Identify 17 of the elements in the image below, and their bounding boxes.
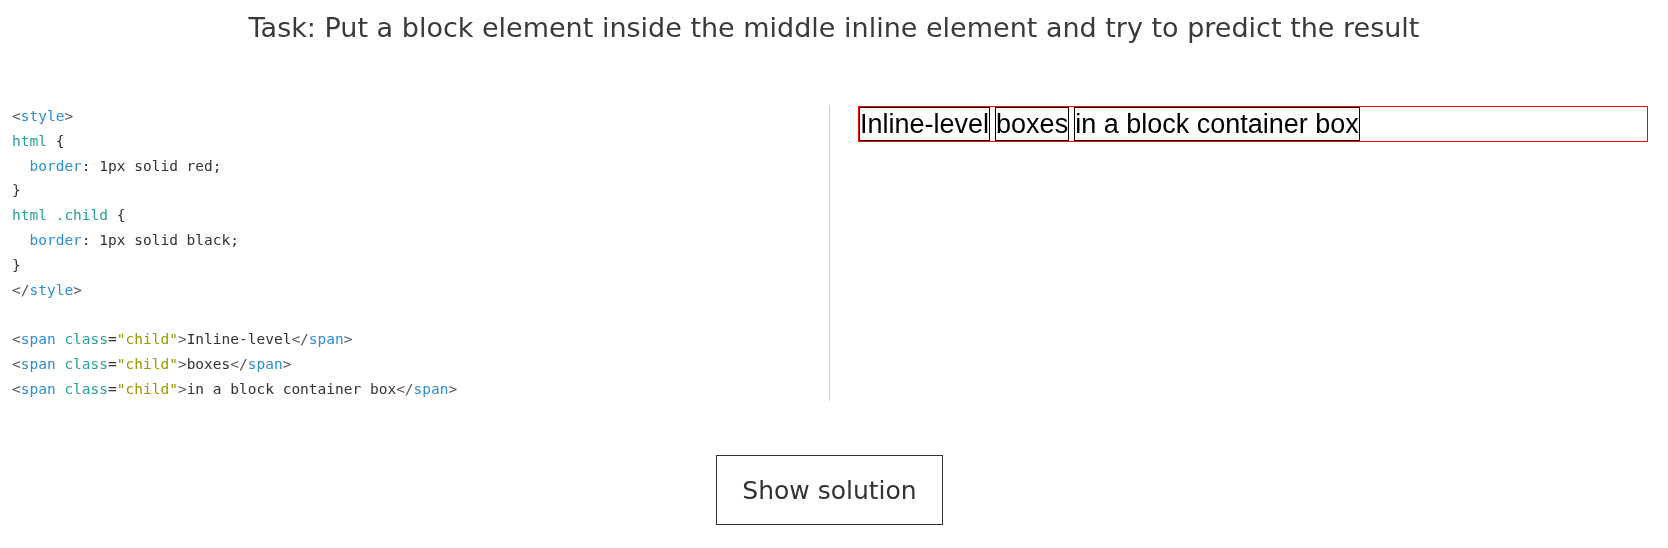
code-line: </style>	[12, 280, 82, 300]
code-line: html {	[12, 131, 65, 151]
code-line: border: 1px solid black;	[28, 231, 239, 250]
code-line: <style>	[12, 107, 74, 126]
code-line: border: 1px solid red;	[28, 156, 222, 176]
inline-box: Inline-level	[859, 107, 991, 141]
code-line: <span class="child">in a block container box</span>	[12, 379, 458, 399]
code-line: <span class="child">boxes</span>	[12, 354, 292, 374]
task-heading: Task: Put a block element inside the middle inline element and try to predict the result	[247, 12, 1421, 43]
inline-box: in a block container box	[1074, 107, 1360, 141]
inline-box: boxes	[995, 107, 1070, 141]
code-line: }	[12, 255, 21, 275]
code-line: <span class="child">Inline-level</span>	[12, 330, 353, 350]
code-line: }	[12, 181, 21, 201]
show-solution-button: Show solution	[716, 455, 943, 525]
code-line: html .child {	[12, 206, 126, 226]
container-box	[858, 106, 1648, 142]
